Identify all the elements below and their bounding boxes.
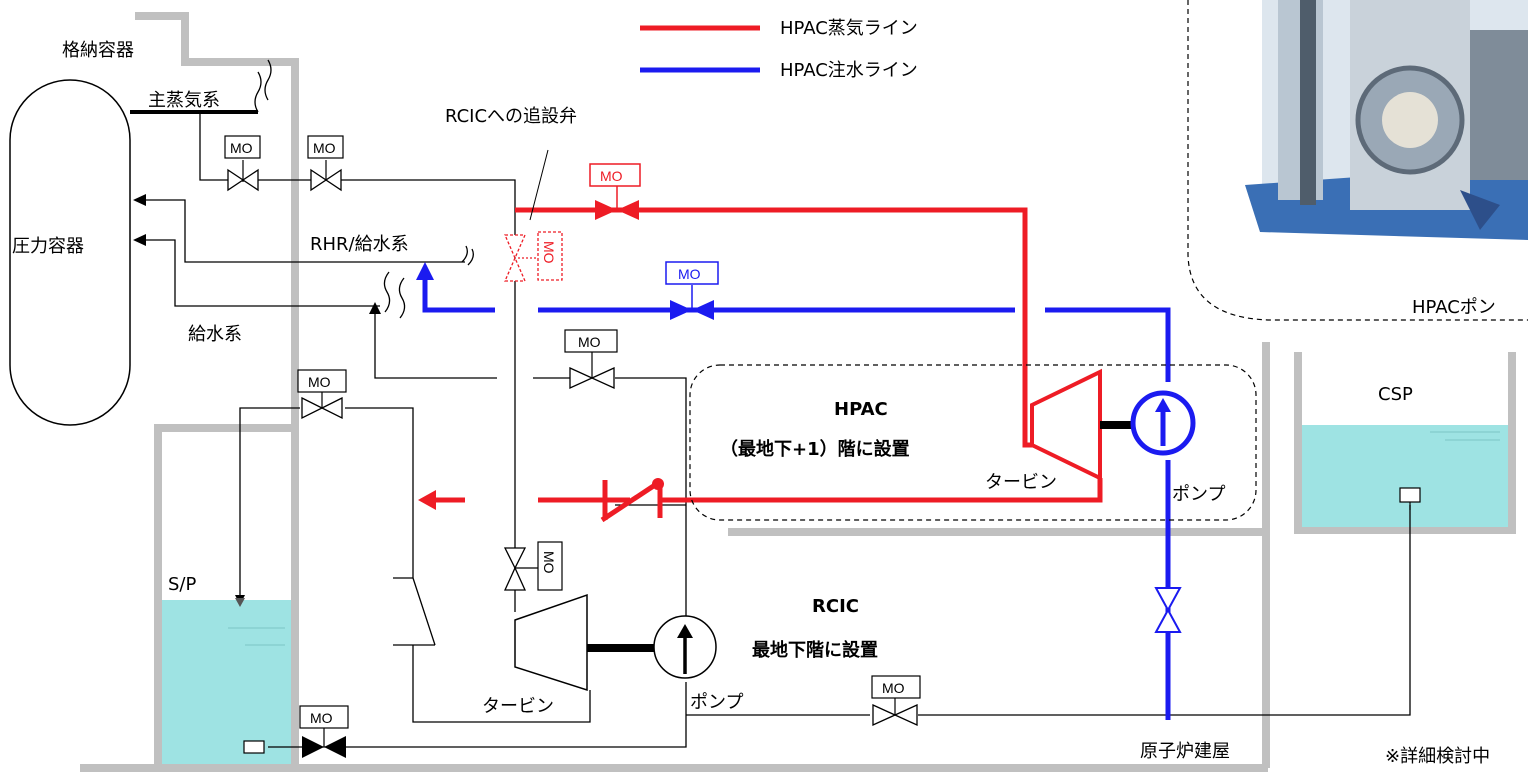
sp-test-valve: MO [297, 369, 347, 420]
arrow-to-vessel-1 [133, 194, 146, 206]
rcic-added-valve-label: RCICへの追設弁 [445, 106, 577, 127]
photo-caption: HPACポン [1412, 297, 1496, 318]
svg-text:MO: MO [541, 551, 557, 574]
rcic-discharge-valve: MO [564, 329, 618, 390]
main-steam-valve-2: MO [307, 135, 344, 192]
rcic-pump-label: ポンプ [690, 692, 743, 713]
note-label: ※詳細検討中 [1385, 746, 1490, 767]
hpac-exhaust-arrow [418, 490, 436, 510]
flow-arrows [133, 194, 381, 605]
sp-label: S/P [168, 574, 196, 595]
main-steam-label: 主蒸気系 [148, 90, 220, 111]
pressure-vessel [9, 79, 131, 426]
added-valve-callout [529, 149, 549, 221]
hpac-injection-arrow [416, 262, 434, 280]
svg-text:MO: MO [230, 140, 253, 156]
svg-text:MO: MO [882, 680, 905, 696]
hpac-turbine-label: タービン [985, 472, 1057, 493]
csp-suction-valve: MO [871, 675, 921, 727]
sp-strainer [243, 740, 265, 754]
reactor-building-label: 原子炉建屋 [1140, 741, 1230, 762]
containment-label: 格納容器 [62, 40, 134, 61]
arrow-to-vessel-2 [133, 234, 146, 246]
building-walls [80, 12, 1516, 772]
feedwater-label: 給水系 [188, 324, 242, 345]
legend: HPAC蒸気ライン HPAC注水ライン [640, 18, 918, 81]
hpac-turbine [1030, 368, 1102, 482]
suppression-pool-wall [154, 424, 295, 765]
rcic-piping [130, 59, 1411, 748]
hpac-steam-valve: MO [589, 163, 641, 220]
csp-water [1302, 425, 1508, 527]
rcic-turbine-label: タービン [482, 696, 554, 717]
hpac-location: （最地下+1）階に設置 [720, 438, 910, 460]
arrow-to-feedwater [369, 302, 381, 314]
hpac-suction-valve [1154, 587, 1182, 633]
rcic-added-valve: MO [504, 231, 563, 282]
svg-text:MO: MO [541, 241, 557, 264]
legend-steam-label: HPAC蒸気ライン [780, 18, 918, 39]
csp-label: CSP [1378, 384, 1413, 405]
hpac-pump-label: ポンプ [1172, 484, 1225, 505]
rhr-feedwater-label: RHR/給水系 [310, 234, 409, 255]
rcic-title: RCIC [812, 596, 859, 617]
csp-strainer [1399, 487, 1421, 503]
csp-tank-wall [1294, 352, 1516, 534]
svg-text:MO: MO [310, 710, 333, 726]
sp-suction-valve: MO [299, 705, 349, 758]
hpac-area [689, 364, 1257, 521]
svg-text:MO: MO [313, 140, 336, 156]
hpac-pump-photo: HPACポン [1187, 0, 1528, 321]
rcic-steam-valve: MO [503, 541, 563, 591]
svg-text:MO: MO [600, 168, 623, 184]
containment-wall [135, 12, 299, 765]
main-steam-valve-1: MO [224, 135, 261, 192]
legend-injection-label: HPAC注水ライン [780, 60, 918, 81]
hpac-exhaust-check-valve [600, 480, 663, 523]
sp-water [162, 600, 291, 764]
sp-level-marker [235, 598, 245, 607]
hpac-pump [1130, 390, 1196, 456]
rcic-location: 最地下階に設置 [752, 639, 878, 661]
hpac-injection-valve: MO [665, 261, 719, 320]
svg-text:MO: MO [678, 266, 701, 282]
rcic-turbine [514, 593, 588, 692]
rcic-pump [653, 615, 717, 679]
svg-text:MO: MO [308, 374, 331, 390]
hpac-title: HPAC [834, 399, 888, 420]
svg-text:MO: MO [578, 334, 601, 350]
pressure-vessel-label: 圧力容器 [12, 236, 84, 257]
